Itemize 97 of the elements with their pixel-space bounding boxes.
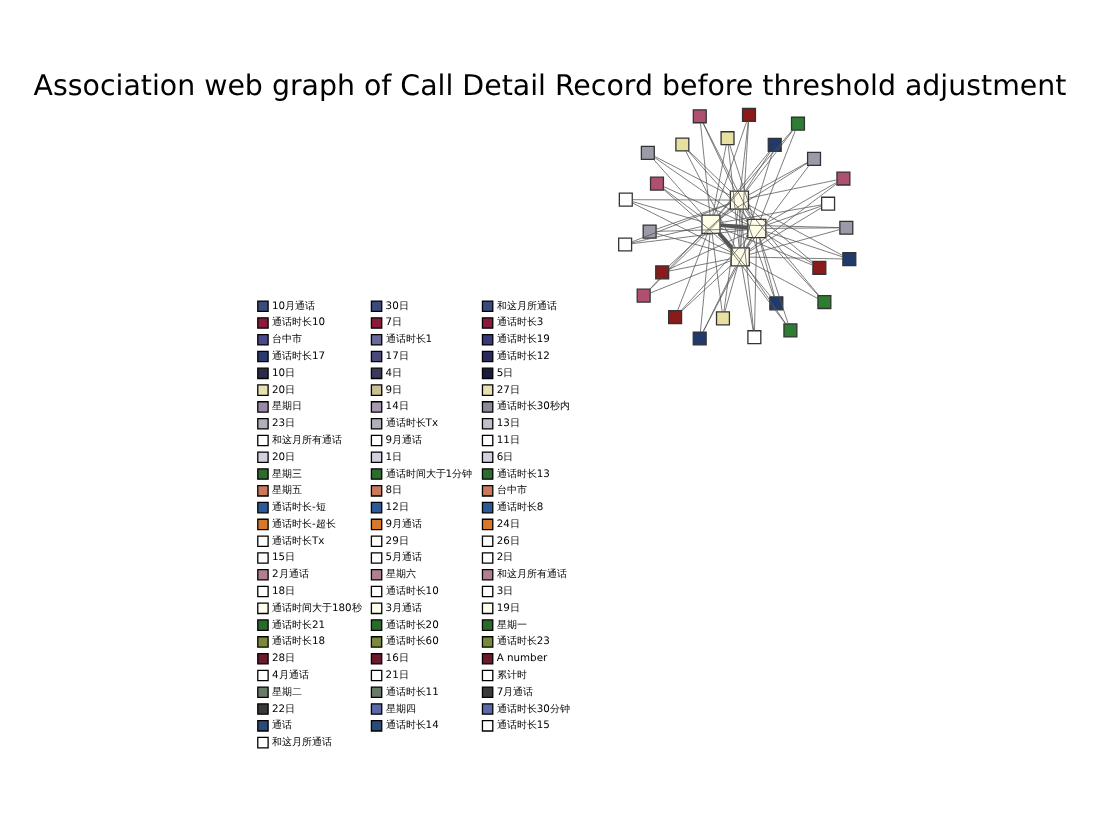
connector — [631, 228, 748, 244]
node-box — [741, 106, 757, 122]
connector — [720, 222, 748, 229]
node-box — [836, 170, 851, 185]
connector — [758, 236, 775, 296]
connector — [723, 207, 739, 312]
node-box — [640, 144, 655, 159]
connector — [740, 120, 749, 191]
connector — [717, 150, 770, 215]
connector — [631, 202, 731, 242]
connector — [719, 223, 841, 227]
connector — [748, 161, 808, 195]
connector — [700, 122, 711, 215]
connector — [649, 232, 703, 289]
node-box — [692, 108, 707, 123]
connector — [681, 264, 732, 311]
connector — [740, 208, 755, 330]
node-box — [675, 136, 690, 151]
connector — [653, 158, 703, 215]
node-box — [649, 175, 665, 190]
node-box — [618, 236, 633, 251]
connector — [711, 232, 723, 311]
connector — [765, 181, 837, 223]
node-box — [636, 287, 651, 302]
connector — [719, 203, 822, 223]
node-box — [817, 293, 832, 309]
connector — [663, 188, 732, 249]
connector — [745, 236, 752, 248]
connector — [741, 264, 754, 330]
connector — [663, 187, 703, 217]
node-box — [821, 195, 836, 210]
node-box — [790, 115, 806, 130]
connector — [668, 207, 731, 266]
connector — [749, 255, 844, 259]
node-box — [618, 191, 633, 206]
connector — [685, 149, 736, 248]
node-box — [692, 330, 707, 345]
connector — [717, 231, 734, 248]
connector — [745, 150, 771, 191]
connector — [748, 178, 837, 198]
connector — [742, 150, 774, 248]
connector — [765, 226, 840, 228]
connector — [631, 201, 732, 252]
diagram-title: Association web graph of Call Detail Record before threshold adjustment — [33, 70, 1067, 103]
connector — [656, 202, 731, 229]
connector — [632, 198, 731, 200]
connector — [749, 260, 819, 298]
connector — [749, 228, 840, 254]
connector — [740, 120, 749, 247]
connector — [631, 225, 702, 243]
connector — [712, 143, 727, 215]
node-box — [812, 259, 827, 274]
connector — [746, 128, 794, 191]
connector — [764, 236, 819, 295]
connector — [765, 232, 814, 263]
connector — [654, 154, 731, 195]
node-box — [769, 295, 784, 310]
connector — [765, 230, 844, 257]
connector — [744, 207, 752, 219]
node-box — [747, 217, 767, 238]
node-box — [655, 264, 670, 279]
connector — [677, 232, 708, 310]
connector — [754, 236, 757, 331]
connector — [688, 149, 731, 191]
connector — [760, 129, 796, 219]
connector — [718, 232, 772, 296]
connector — [650, 259, 732, 293]
connector — [718, 128, 793, 215]
node-box — [783, 322, 798, 337]
connector — [632, 200, 702, 221]
connector — [656, 227, 748, 231]
connector — [765, 204, 822, 225]
node-box — [729, 189, 750, 209]
connector — [720, 206, 731, 216]
node-box — [701, 213, 721, 233]
connector — [727, 143, 740, 248]
connector — [742, 207, 775, 296]
node-box — [842, 250, 857, 266]
connector — [724, 264, 739, 312]
connector — [650, 208, 731, 289]
node-box — [839, 219, 854, 234]
node-box — [715, 310, 731, 325]
node-box — [806, 150, 822, 165]
node-box — [668, 308, 683, 324]
node-box — [767, 136, 782, 151]
connector — [702, 264, 736, 331]
connector — [739, 207, 741, 247]
node-box — [747, 329, 762, 344]
connector — [668, 257, 732, 271]
connector — [759, 236, 789, 324]
node-box — [642, 223, 657, 238]
connector — [655, 232, 732, 254]
node-box — [720, 130, 735, 145]
connector — [702, 121, 736, 191]
connector — [719, 161, 808, 218]
connector — [699, 232, 711, 332]
node-box — [730, 246, 750, 266]
